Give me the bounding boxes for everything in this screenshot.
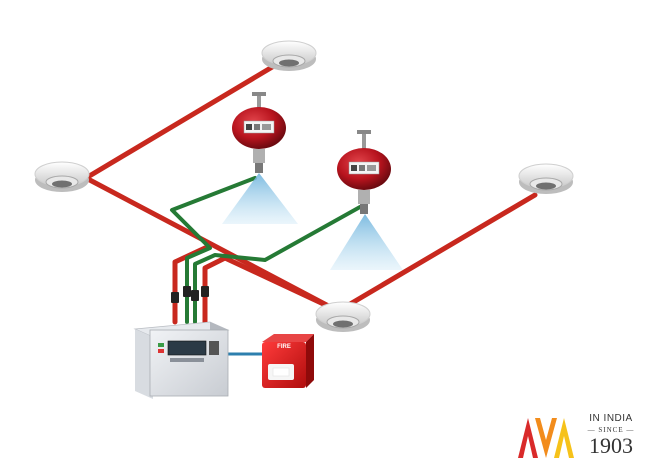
brand-tagline: IN INDIA: [589, 413, 633, 424]
spray-cone-1: [222, 173, 298, 224]
cable-release-extinguisher-1: [170, 176, 257, 324]
fire-sounder: FIRE: [262, 334, 314, 388]
panel-display: [167, 340, 207, 356]
smoke-detector-left: [34, 161, 90, 192]
spray-cone-2: [330, 214, 403, 270]
smoke-detector-center: [315, 301, 371, 332]
cable-glands: [171, 286, 209, 303]
cable-detector-center-to-right: [337, 192, 538, 313]
brand-year: 1903: [589, 433, 633, 458]
detection-cable-loop: [83, 57, 538, 325]
fire-extinguisher-2: [337, 130, 391, 214]
cable-release-extinguisher-2: [193, 205, 362, 324]
fire-control-panel: [133, 321, 230, 399]
ceiling-mount: [252, 92, 266, 96]
brand-logo: IN INDIA — SINCE — 1903: [516, 410, 646, 462]
cable-detector-top-to-left: [83, 57, 287, 181]
smoke-detector-top: [261, 40, 317, 71]
fire-extinguisher-1: [232, 92, 286, 173]
sounder-label: FIRE: [277, 344, 291, 350]
release-cables: [170, 176, 362, 324]
cable-panel-red-2: [202, 255, 335, 325]
smoke-detector-right: [518, 163, 574, 194]
ceiling-mount: [357, 130, 371, 134]
brand-text: IN INDIA — SINCE — 1903: [578, 410, 644, 457]
brand-mark-icon: [518, 418, 574, 458]
cable-panel-red-1: [172, 245, 208, 325]
brand-since: — SINCE —: [587, 426, 635, 434]
